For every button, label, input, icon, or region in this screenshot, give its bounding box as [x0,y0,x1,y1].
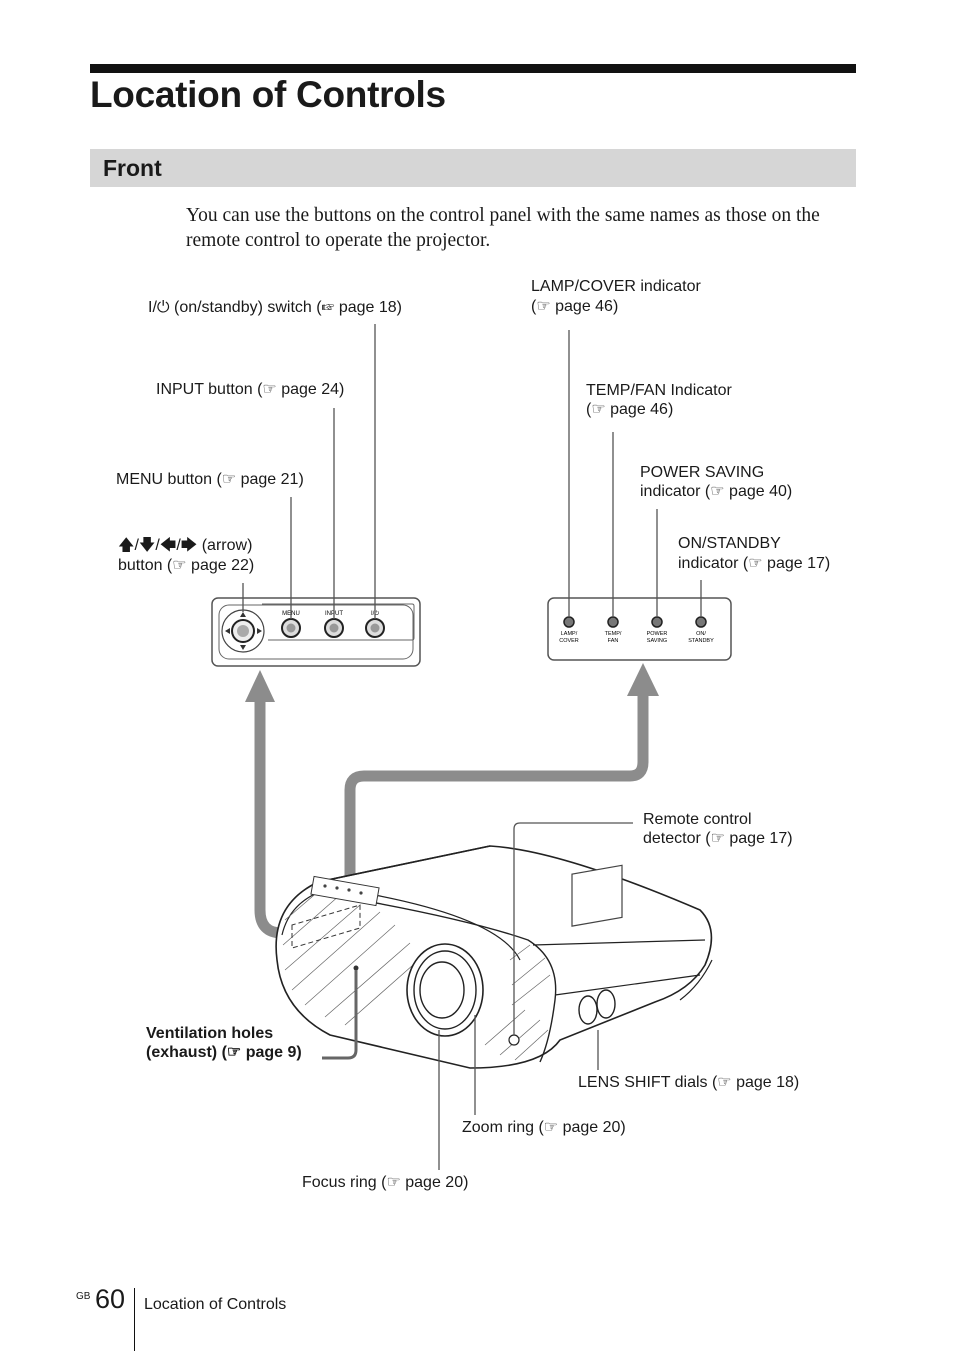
hatched-face [282,889,551,1061]
on-standby-indicator [695,616,707,628]
arrow-button-label-2: button (☞ page 22) [118,557,255,574]
menu-button-label: MENU button (☞ page 21) [116,471,304,488]
ps-label-2: SAVING [647,638,667,644]
leader-lines [242,324,702,619]
on-label-1: ON/ [696,631,706,637]
footer-rule [134,1288,135,1351]
lamp-label-2: COVER [559,638,579,644]
temp-label-1: TEMP/ [605,631,622,637]
intro-paragraph: You can use the buttons on the control p… [186,205,820,251]
right-indicator-panel: LAMP/ COVER TEMP/ FAN POWER SAVING ON/ S… [547,597,732,661]
page-title: Location of Controls [90,74,446,115]
left-arrow-head [245,670,275,702]
vent-label-2: (exhaust) (☞ page 9) [146,1044,302,1061]
temp-fan-label-2: (☞ page 46) [586,401,674,418]
lens-shift-dials [571,864,623,1025]
vent-dot [353,965,359,971]
on-label-2: STANDBY [688,638,714,644]
section-title: Front [103,155,162,181]
footer-region: GB [76,1291,91,1302]
left-control-panel: MENU INPUT I/⏻ [211,597,421,667]
power-switch-label: I/⏻ (on/standby) switch (☞ page 18) [148,299,403,316]
lamp-cover-label-2: (☞ page 46) [531,298,619,315]
projector-body [275,845,713,1069]
remote-detector-label-2: detector (☞ page 17) [643,830,793,847]
vent-label-1: Ventilation holes [146,1025,274,1042]
remote-detector-label-1: Remote control [643,811,752,828]
temp-label-2: FAN [608,638,619,644]
remote-detector [508,1034,520,1046]
lamp-cover-indicator [563,616,575,628]
focus-ring-label: Focus ring (☞ page 20) [302,1174,469,1191]
arrow-button-label-1: 🡅/🡇/🡄/🡆 (arrow) [118,537,253,554]
page-number: 60 [95,1284,126,1314]
power-saving-indicator [651,616,663,628]
zoom-ring-label: Zoom ring (☞ page 20) [462,1119,626,1136]
lens-shift-label: LENS SHIFT dials (☞ page 18) [578,1074,800,1091]
top-rule [90,64,856,73]
input-button-label: INPUT button (☞ page 24) [156,381,345,398]
projector-lens [406,943,484,1037]
lamp-cover-label-1: LAMP/COVER indicator [531,278,701,295]
running-title: Location of Controls [144,1296,287,1313]
right-panel-arrow [344,692,649,880]
ps-label-1: POWER [647,631,668,637]
power-saving-label-2: indicator (☞ page 40) [640,483,793,500]
on-standby-label-2: indicator (☞ page 17) [678,555,831,572]
left-panel-arrow [254,700,283,939]
temp-fan-label-1: TEMP/FAN Indicator [586,382,732,399]
section-bar [90,149,856,187]
right-arrow-head [627,663,659,696]
on-standby-label-1: ON/STANDBY [678,535,781,552]
lamp-label-1: LAMP/ [561,631,578,637]
projector-leader-lines [322,970,358,1060]
temp-fan-indicator [607,616,619,628]
power-saving-label-1: POWER SAVING [640,464,765,481]
